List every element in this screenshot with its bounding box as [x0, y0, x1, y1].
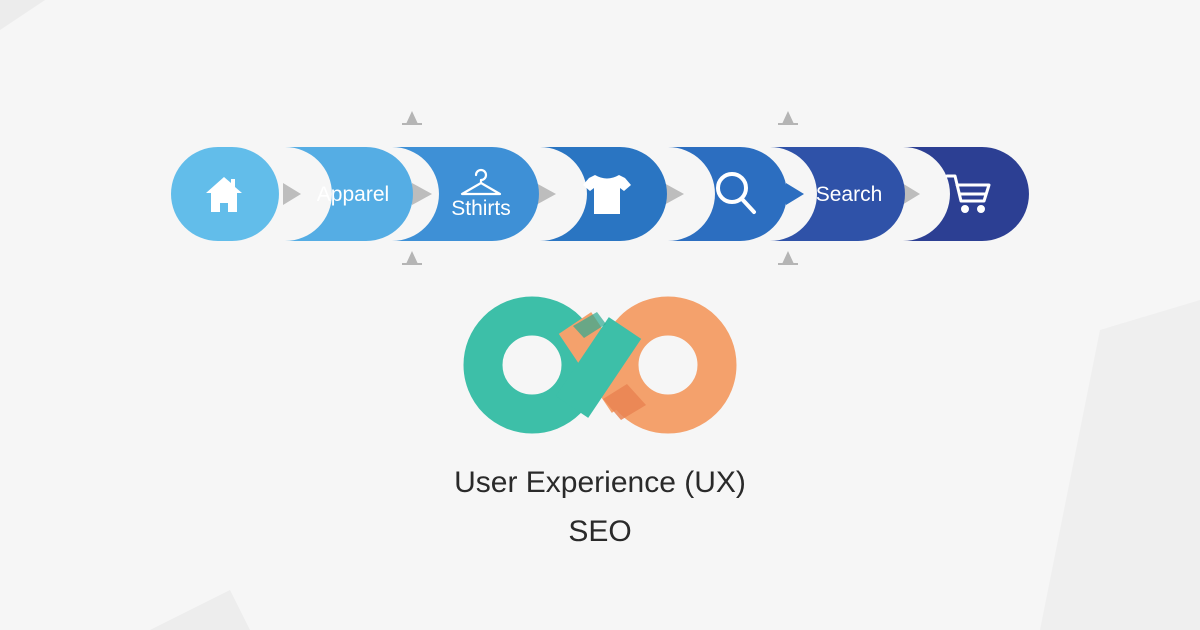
breadcrumb-connector-2 — [412, 183, 432, 205]
breadcrumb-connector-6 — [902, 183, 920, 205]
breadcrumb-connector-1 — [283, 183, 301, 205]
tshirt-icon — [583, 175, 631, 214]
breadcrumb-step-search[interactable]: Search — [770, 147, 905, 241]
home-icon — [206, 177, 242, 212]
search-icon — [716, 172, 756, 214]
breadcrumb-connector-3 — [536, 183, 556, 205]
breadcrumb-connector-4 — [664, 183, 684, 205]
infinity-loop-logo — [463, 296, 737, 434]
breadcrumb-path: Search Sthirts — [171, 111, 1029, 265]
caption-user-experience: User Experience (UX) — [454, 466, 746, 499]
crosshair-marker-right — [778, 111, 798, 265]
crosshair-marker-left — [402, 111, 422, 265]
breadcrumb-step-search-icon[interactable] — [668, 147, 787, 241]
breadcrumb-label-tshirts: Sthirts — [451, 197, 511, 220]
breadcrumb-step-cart[interactable] — [903, 147, 1029, 241]
breadcrumb-step-apparel[interactable]: Apparel — [285, 147, 413, 241]
breadcrumb-label-apparel: Apparel — [317, 183, 389, 206]
cart-icon — [945, 174, 991, 213]
hanger-icon — [460, 168, 502, 196]
caption-seo: SEO — [568, 515, 632, 548]
breadcrumb-step-home[interactable] — [171, 147, 279, 241]
breadcrumb-step-tshirt[interactable] — [540, 147, 667, 241]
breadcrumb-label-search: Search — [816, 183, 883, 206]
breadcrumb-connector-5 — [786, 183, 804, 205]
breadcrumb-step-tshirts[interactable]: Sthirts — [392, 147, 539, 241]
